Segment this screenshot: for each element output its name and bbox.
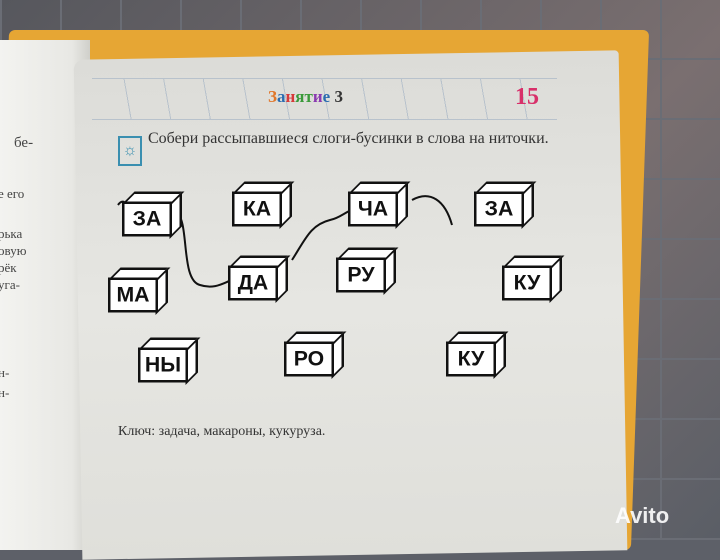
syllable-label: ЗА: [474, 191, 524, 227]
task-text: Собери рассыпавшиеся слоги-бусинки в сло…: [148, 130, 549, 147]
left-text: н-: [0, 365, 10, 380]
left-text: овую: [0, 243, 27, 258]
syllable-label: ЧА: [348, 191, 398, 227]
syllable-label: КУ: [502, 265, 552, 301]
left-text: рёк: [0, 260, 17, 275]
answer-key: Ключ: задача, макароны, кукуруза.: [118, 424, 326, 439]
lesson-letter: и: [312, 87, 323, 106]
lesson-letter: е: [322, 87, 331, 106]
left-text: е его: [0, 186, 25, 201]
left-text: бе-: [14, 135, 34, 151]
lesson-letter: н: [285, 87, 296, 106]
syllable-label: МА: [108, 277, 158, 313]
left-text: уга-: [0, 277, 20, 292]
syllable-label: КА: [232, 191, 282, 227]
lightbulb-icon: ☼: [118, 136, 142, 166]
lesson-letter: т: [304, 87, 313, 106]
syllable-label: КУ: [446, 341, 496, 377]
avito-watermark: Avito: [615, 503, 670, 528]
lesson-letter: а: [276, 87, 286, 106]
syllable-cube: ЗА: [122, 191, 185, 239]
syllable-label: ЗА: [122, 201, 172, 237]
syllable-cube: ДА: [228, 255, 291, 303]
syllable-cube: МА: [108, 267, 171, 315]
header-grid: [92, 78, 557, 120]
syllable-cube: РУ: [336, 247, 399, 295]
syllable-cube: ЧА: [348, 181, 411, 229]
lesson-number: 3: [334, 87, 343, 106]
syllable-cube: ЗА: [474, 181, 537, 229]
syllable-cube: КУ: [502, 255, 565, 303]
syllable-label: РО: [284, 341, 334, 377]
syllable-label: НЫ: [138, 347, 188, 383]
syllable-label: ДА: [228, 265, 278, 301]
lesson-letter: я: [295, 87, 305, 106]
syllable-cube: НЫ: [138, 337, 201, 385]
lesson-label: Занятие: [268, 87, 330, 106]
page-number: 15: [515, 84, 539, 110]
syllable-label: РУ: [336, 257, 386, 293]
syllable-cube: КУ: [446, 331, 509, 379]
left-text: н-: [0, 385, 10, 400]
lesson-letter: З: [268, 87, 277, 106]
left-text: рька: [0, 226, 23, 241]
syllable-cube: КА: [232, 181, 295, 229]
syllable-cube: РО: [284, 331, 347, 379]
lesson-title: Занятие 3: [268, 87, 343, 107]
